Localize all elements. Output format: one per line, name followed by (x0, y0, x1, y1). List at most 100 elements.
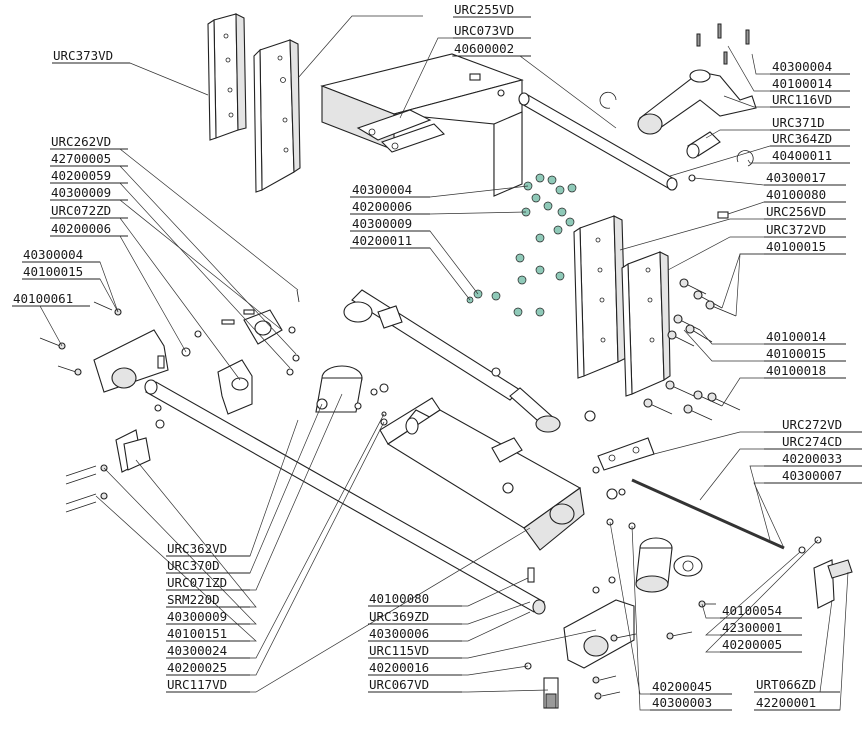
label-urc072zd: URC072ZD (50, 203, 128, 219)
label-42700005: 42700005 (50, 151, 128, 167)
label-40300004-top: 40300004 (770, 59, 850, 75)
svg-text:40600002: 40600002 (454, 41, 514, 56)
label-urc117vd: URC117VD (166, 677, 250, 693)
label-40100151: 40100151 (166, 626, 250, 642)
label-40300004-left: 40300004 (22, 247, 100, 263)
label-urc364zd: URC364ZD (770, 131, 850, 147)
svg-text:URC115VD: URC115VD (369, 643, 429, 658)
svg-text:SRM220D: SRM220D (167, 592, 220, 607)
label-40300009-mid: 40300009 (350, 216, 430, 232)
label-urc262vd: URC262VD (50, 134, 128, 150)
label-40300006: 40300006 (368, 626, 462, 642)
label-urc116vd: URC116VD (770, 92, 850, 108)
arm-urc116vd (599, 23, 757, 167)
label-40200006-mid: 40200006 (350, 199, 430, 215)
label-40100015-left: 40100015 (22, 264, 100, 280)
label-40100061: 40100061 (12, 291, 90, 307)
svg-text:URC371D: URC371D (772, 115, 825, 130)
svg-text:40300007: 40300007 (782, 468, 842, 483)
label-40200011: 40200011 (350, 233, 430, 249)
svg-text:40300009: 40300009 (167, 609, 227, 624)
svg-text:40300003: 40300003 (652, 695, 712, 710)
svg-text:40300009: 40300009 (352, 216, 412, 231)
svg-text:40200045: 40200045 (652, 679, 712, 694)
svg-text:42200001: 42200001 (756, 695, 816, 710)
part-labels: URC373VD URC255VD URC073VD 40600002 4030… (12, 2, 862, 711)
parts-drawing (39, 13, 853, 709)
svg-text:URC272VD: URC272VD (782, 417, 842, 432)
svg-text:40200016: 40200016 (369, 660, 429, 675)
svg-text:40100014: 40100014 (772, 76, 832, 91)
label-urc073vd: URC073VD (453, 23, 531, 39)
label-40100018: 40100018 (764, 363, 846, 379)
label-urc362vd: URC362VD (166, 541, 250, 557)
label-40400011: 40400011 (770, 148, 850, 164)
svg-text:40100054: 40100054 (722, 603, 782, 618)
label-40300009-bottom: 40300009 (166, 609, 250, 625)
label-urc071zd: URC071ZD (166, 575, 250, 591)
svg-text:40300004: 40300004 (772, 59, 832, 74)
label-40200025: 40200025 (166, 660, 250, 676)
svg-text:URC274CD: URC274CD (782, 434, 842, 449)
svg-text:40300009: 40300009 (51, 185, 111, 200)
svg-text:URC072ZD: URC072ZD (51, 203, 111, 218)
label-40600002: 40600002 (453, 41, 531, 57)
label-40100054: 40100054 (720, 603, 802, 619)
svg-text:40300006: 40300006 (369, 626, 429, 641)
left-components (39, 289, 389, 513)
svg-text:40100014: 40100014 (766, 329, 826, 344)
cylinder-urc262vd (343, 289, 596, 433)
svg-text:40100018: 40100018 (766, 363, 826, 378)
svg-text:URC362VD: URC362VD (167, 541, 227, 556)
svg-text:40200011: 40200011 (352, 233, 412, 248)
label-42300001: 42300001 (720, 620, 802, 636)
svg-text:URC372VD: URC372VD (766, 222, 826, 237)
svg-text:URC117VD: URC117VD (167, 677, 227, 692)
svg-text:40200006: 40200006 (51, 221, 111, 236)
svg-text:42700005: 42700005 (51, 151, 111, 166)
svg-text:URC364ZD: URC364ZD (772, 131, 832, 146)
bracket-urc373vd (207, 13, 301, 193)
svg-text:URC373VD: URC373VD (53, 48, 113, 63)
label-40300024: 40300024 (166, 643, 250, 659)
label-40300003: 40300003 (650, 695, 732, 711)
svg-text:URC256VD: URC256VD (766, 204, 826, 219)
svg-text:40200033: 40200033 (782, 451, 842, 466)
frame-urc117vd (379, 397, 600, 551)
right-lower-components (524, 437, 853, 709)
label-urc272vd: URC272VD (764, 417, 862, 433)
svg-text:40100061: 40100061 (13, 291, 73, 306)
svg-text:40300017: 40300017 (766, 170, 826, 185)
hardware-cluster (466, 173, 577, 317)
label-srm220d: SRM220D (166, 592, 250, 608)
label-40100080-right: 40100080 (764, 187, 846, 203)
label-urc274cd: URC274CD (764, 434, 862, 450)
plates-urc256vd-urc372vd (573, 174, 741, 421)
svg-text:URC071ZD: URC071ZD (167, 575, 227, 590)
label-urc255vd: URC255VD (453, 2, 531, 18)
label-urc373vd: URC373VD (52, 48, 130, 64)
label-40200045: 40200045 (650, 679, 732, 695)
svg-text:40100151: 40100151 (167, 626, 227, 641)
label-urc115vd: URC115VD (368, 643, 462, 659)
label-40100080-bottom: 40100080 (368, 591, 462, 607)
label-urc256vd: URC256VD (764, 204, 846, 220)
svg-text:40100015: 40100015 (766, 239, 826, 254)
svg-text:40300004: 40300004 (352, 182, 412, 197)
svg-text:URC067VD: URC067VD (369, 677, 429, 692)
svg-text:40100015: 40100015 (766, 346, 826, 361)
svg-text:40200059: 40200059 (51, 168, 111, 183)
svg-text:URC369ZD: URC369ZD (369, 609, 429, 624)
label-urc369zd: URC369ZD (368, 609, 462, 625)
label-40100015-right2: 40100015 (764, 346, 846, 362)
svg-text:URC116VD: URC116VD (772, 92, 832, 107)
label-urc371d: URC371D (770, 115, 850, 131)
shaft-40600002 (469, 73, 678, 191)
label-40300007: 40300007 (764, 468, 862, 484)
label-40300004-mid: 40300004 (350, 182, 430, 198)
svg-text:URC370D: URC370D (167, 558, 220, 573)
beam-urc255vd (320, 53, 524, 197)
svg-text:40100080: 40100080 (369, 591, 429, 606)
label-40100014-top: 40100014 (770, 76, 850, 92)
